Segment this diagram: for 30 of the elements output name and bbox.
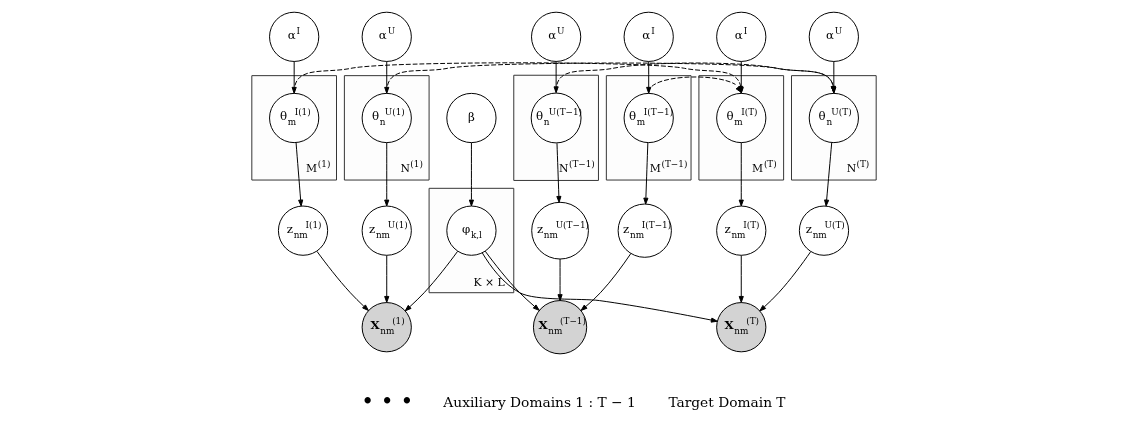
arrow [824, 142, 833, 207]
node-circle: φ$_{k,l}$ [446, 205, 497, 256]
arrow [384, 142, 390, 207]
arrow [316, 250, 369, 311]
arrow [468, 142, 474, 207]
arrow [643, 142, 649, 205]
node-circle: α$^{U}$ [531, 11, 582, 62]
arrow [404, 250, 459, 312]
arrow [484, 250, 540, 311]
node-circle: α$^{U}$ [808, 11, 859, 62]
node-circle: β [446, 92, 497, 144]
arrow [295, 142, 304, 207]
arrow [291, 61, 297, 94]
label: • • • [361, 388, 414, 414]
arrow [738, 142, 744, 207]
arrow [738, 255, 744, 303]
node-circle: α$^{I}$ [716, 11, 767, 62]
arrow [759, 251, 812, 312]
arrow [646, 61, 652, 94]
node-circle: α$^{I}$ [623, 11, 674, 62]
label: Target Domain T [668, 393, 786, 410]
node-circle: α$^{U}$ [361, 11, 412, 62]
node-circle: α$^{I}$ [269, 11, 320, 62]
arrow [557, 258, 563, 302]
arrow [384, 255, 390, 303]
arrow [553, 61, 559, 94]
label: Auxiliary Domains 1 : T − 1 [443, 393, 636, 410]
arrow [556, 142, 562, 203]
arrow [580, 253, 632, 311]
arrow [481, 252, 718, 323]
